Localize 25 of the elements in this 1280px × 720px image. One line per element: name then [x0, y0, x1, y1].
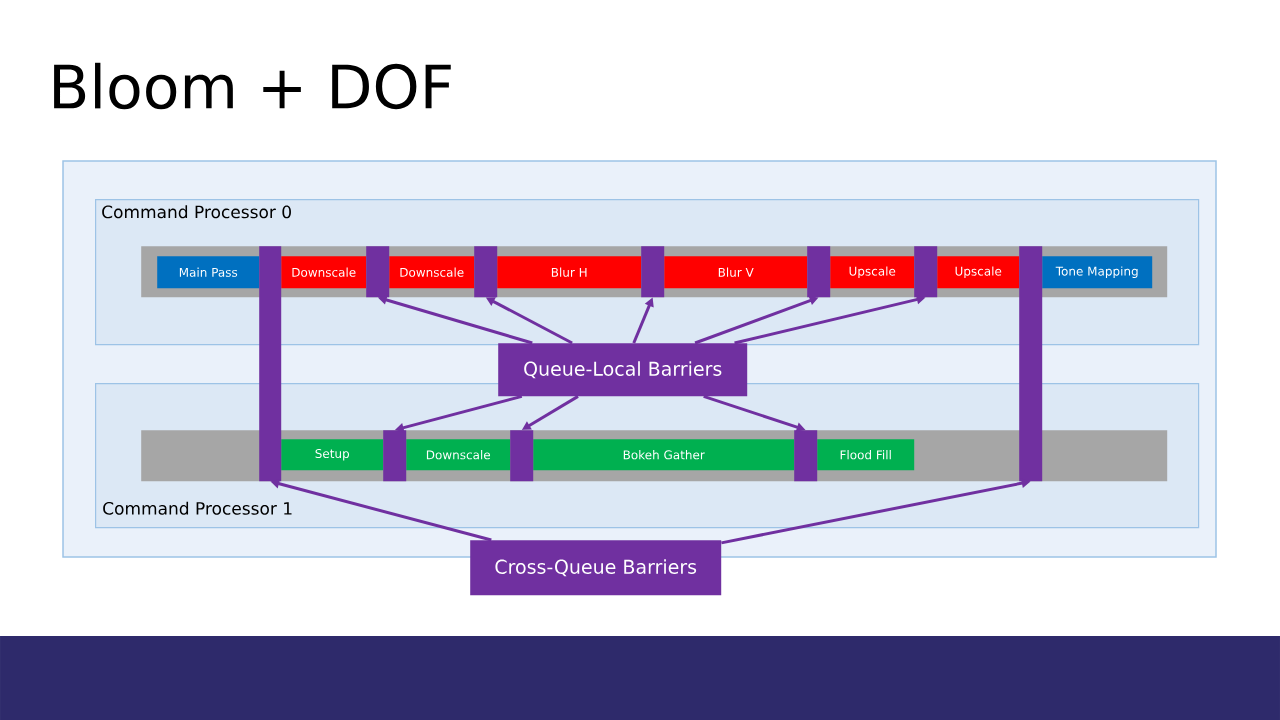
barrier-bar [914, 246, 938, 298]
barrier-bar [794, 430, 818, 482]
barrier-bar [510, 430, 534, 482]
barrier-bar [383, 430, 407, 482]
pass-box: Downscale [281, 256, 367, 289]
barrier-bar [366, 246, 390, 298]
pass-box: Upscale [830, 256, 915, 289]
barrier-bar [641, 246, 665, 298]
barrier-bar [474, 246, 498, 298]
pass-box: Blur H [497, 256, 642, 289]
pass-box: Main Pass [157, 256, 260, 289]
callout-box: Queue-Local Barriers [498, 343, 748, 397]
pass-box: Tone Mapping [1042, 256, 1153, 289]
barrier-bar [807, 246, 831, 298]
pass-box: Upscale [937, 256, 1020, 289]
slide-title: Bloom + DOF [54, 62, 451, 110]
pass-box: Bokeh Gather [533, 439, 795, 471]
barrier-bar [259, 246, 282, 482]
pass-box: Downscale [406, 439, 511, 471]
pass-box: Blur V [664, 256, 808, 289]
barrier-bar [1019, 246, 1043, 482]
pass-box: Downscale [389, 256, 475, 289]
pass-box: Setup [281, 439, 384, 471]
callout-box: Cross-Queue Barriers [470, 540, 722, 596]
pass-box: Flood Fill [817, 439, 915, 471]
